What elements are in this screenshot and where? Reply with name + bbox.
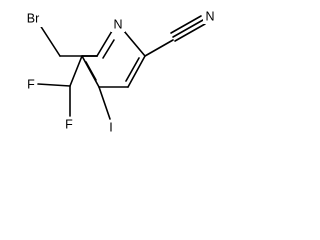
bond-n1-c6 <box>123 30 146 57</box>
bond-chf2-f-top <box>37 83 71 87</box>
double-bond-c6-c5-inner <box>125 57 140 82</box>
triple-bond-line-2 <box>174 23 206 42</box>
bond-c3-chf2 <box>69 55 83 87</box>
fluorine-top-label: F <box>27 77 35 91</box>
molecule-svg: N Br N F F I <box>22 9 217 135</box>
bond-ch2-br <box>37 21 61 57</box>
iodine-label: I <box>109 120 112 134</box>
nitrile-nitrogen-label: N <box>205 9 214 23</box>
fluorine-bottom-label: F <box>65 117 73 131</box>
triple-bond-line-3 <box>170 15 202 34</box>
bond-c2-n1 <box>96 30 113 57</box>
bond-c6-c5 <box>127 55 146 88</box>
double-bond-c2-n1-inner <box>102 39 115 59</box>
bond-c6-cn <box>144 39 174 57</box>
chemical-structure-diagram: N Br N F F I <box>0 0 230 158</box>
double-bond-c4-c3-inner <box>85 61 97 81</box>
bond-c4-i <box>98 86 111 120</box>
bromine-label: Br <box>27 11 40 25</box>
triple-bond-line-1 <box>172 19 204 38</box>
ring-nitrogen-label: N <box>113 17 122 31</box>
